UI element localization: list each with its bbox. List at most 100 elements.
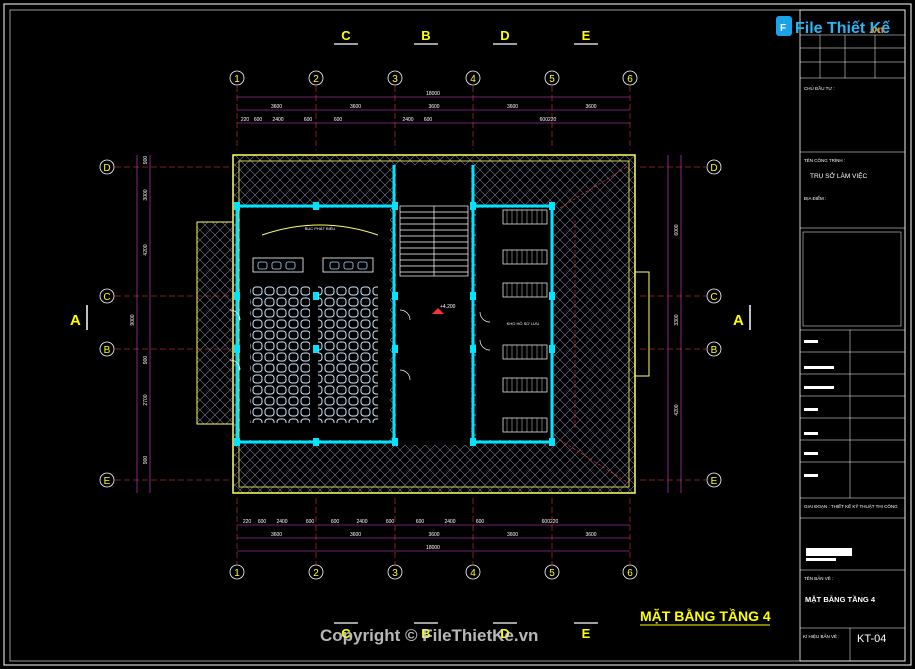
archive-label: KHO HỒ SƠ LƯU — [507, 321, 540, 326]
shelf-unit — [502, 417, 548, 433]
dimension-text: 3600 — [271, 104, 282, 110]
column-bubble — [465, 564, 481, 580]
column-bubble — [387, 564, 403, 580]
dimension-text: 3600 — [507, 532, 518, 538]
axis-letter-bottom: D — [500, 626, 509, 641]
row-letter: E — [711, 476, 718, 487]
floor-plan: BỤC PHÁT BIỂU KHO HỒ SƠ LƯU +4.200 — [196, 154, 650, 494]
dimension-text: 2400 — [356, 519, 367, 525]
dimension-text: 900 — [143, 356, 149, 365]
section-mark-right: A — [733, 305, 751, 330]
column-square — [234, 345, 240, 353]
row-letter: B — [711, 345, 718, 356]
logo-icon — [776, 16, 792, 36]
dimension-text: 600220 — [542, 519, 559, 525]
row-letter: C — [103, 292, 110, 303]
row-letter: C — [710, 292, 717, 303]
chair — [285, 261, 296, 270]
dimension-text: 900 — [143, 156, 149, 165]
column-number: 5 — [549, 74, 555, 85]
chair — [357, 261, 368, 270]
owner-label: CHỦ ĐẦU TƯ : — [804, 85, 835, 91]
row-bubble — [99, 288, 115, 304]
dimension-text: 3600 — [350, 532, 361, 538]
dimension-text: 3600 — [350, 104, 361, 110]
sheet-number: KT-04 — [857, 633, 886, 645]
dimension-text: 2700 — [143, 394, 149, 405]
seating-block-left — [250, 285, 310, 423]
dimension-text: 600 — [258, 519, 267, 525]
column-bubble — [229, 564, 245, 580]
dimension-text: 2400 — [444, 519, 455, 525]
column-square — [392, 292, 398, 300]
dimension-text: 4200 — [674, 404, 680, 415]
logo-icon-letter: F — [780, 23, 786, 34]
column-square — [392, 202, 398, 210]
dimension-text: 600 — [476, 519, 485, 525]
grid-lines — [115, 86, 706, 564]
dimension-text: 3600 — [585, 532, 596, 538]
dimension-text: 600220 — [540, 117, 557, 123]
dimension-text: 600 — [424, 117, 433, 123]
seating-block-right — [318, 285, 378, 423]
row-bubble — [99, 472, 115, 488]
column-number: 4 — [470, 74, 476, 85]
doors — [229, 309, 491, 381]
dimension-text: 4200 — [143, 244, 149, 255]
row-letter: D — [103, 163, 110, 174]
axis-letter-top: C — [341, 28, 351, 43]
parapet-line — [238, 160, 630, 488]
structural-columns — [234, 202, 555, 446]
column-number: 3 — [392, 568, 398, 579]
column-square — [313, 292, 319, 300]
dimension-text: 600 — [306, 519, 315, 525]
dimension-text: 3000 — [143, 189, 149, 200]
column-square — [313, 345, 319, 353]
chair — [257, 261, 268, 270]
dimension-text: 600 — [331, 519, 340, 525]
column-number: 1 — [234, 74, 240, 85]
column-square — [470, 438, 476, 446]
dimension-text: 600 — [304, 117, 313, 123]
column-square — [234, 292, 240, 300]
column-bubble — [308, 564, 324, 580]
column-square — [392, 438, 398, 446]
work-name: TRỤ SỞ LÀM VIỆC — [810, 171, 868, 180]
axis-letter-top: E — [582, 28, 591, 43]
office-area — [476, 208, 552, 440]
column-square — [234, 438, 240, 446]
column-square — [313, 202, 319, 210]
level-text: +4.200 — [440, 304, 456, 310]
column-bubble — [387, 70, 403, 86]
column-square — [549, 292, 555, 300]
room-label: BỤC PHÁT BIỂU — [305, 226, 336, 231]
axis-letter-bottom: E — [582, 626, 591, 641]
dimension-text: 220 — [241, 117, 250, 123]
dimension-text: 3600 — [585, 104, 596, 110]
row-bubble — [99, 159, 115, 175]
dimension-text: 2400 — [402, 117, 413, 123]
column-bubble — [622, 564, 638, 580]
column-number: 2 — [313, 74, 319, 85]
level-marker: +4.200 — [432, 304, 456, 314]
column-number: 2 — [313, 568, 319, 579]
dimension-text: 9000 — [130, 314, 136, 325]
dimension-text: 2400 — [276, 519, 287, 525]
section-letter: A — [70, 312, 81, 329]
dimension-text: 600 — [416, 519, 425, 525]
column-number: 1 — [234, 568, 240, 579]
location-label: ĐỊA ĐIỂM : — [804, 195, 826, 201]
drawing-name: MẶT BẰNG TẦNG 4 — [805, 594, 876, 604]
row-letter: D — [710, 163, 717, 174]
sheet-label: KÍ HIỆU BẢN VẼ : — [803, 632, 840, 639]
right-bay — [634, 271, 650, 377]
axis-letter-top: B — [421, 28, 430, 43]
column-number: 5 — [549, 568, 555, 579]
dimension-text: 220 — [243, 519, 252, 525]
column-square — [313, 438, 319, 446]
row-bubble — [706, 159, 722, 175]
dimension-text: 18000 — [426, 91, 440, 97]
